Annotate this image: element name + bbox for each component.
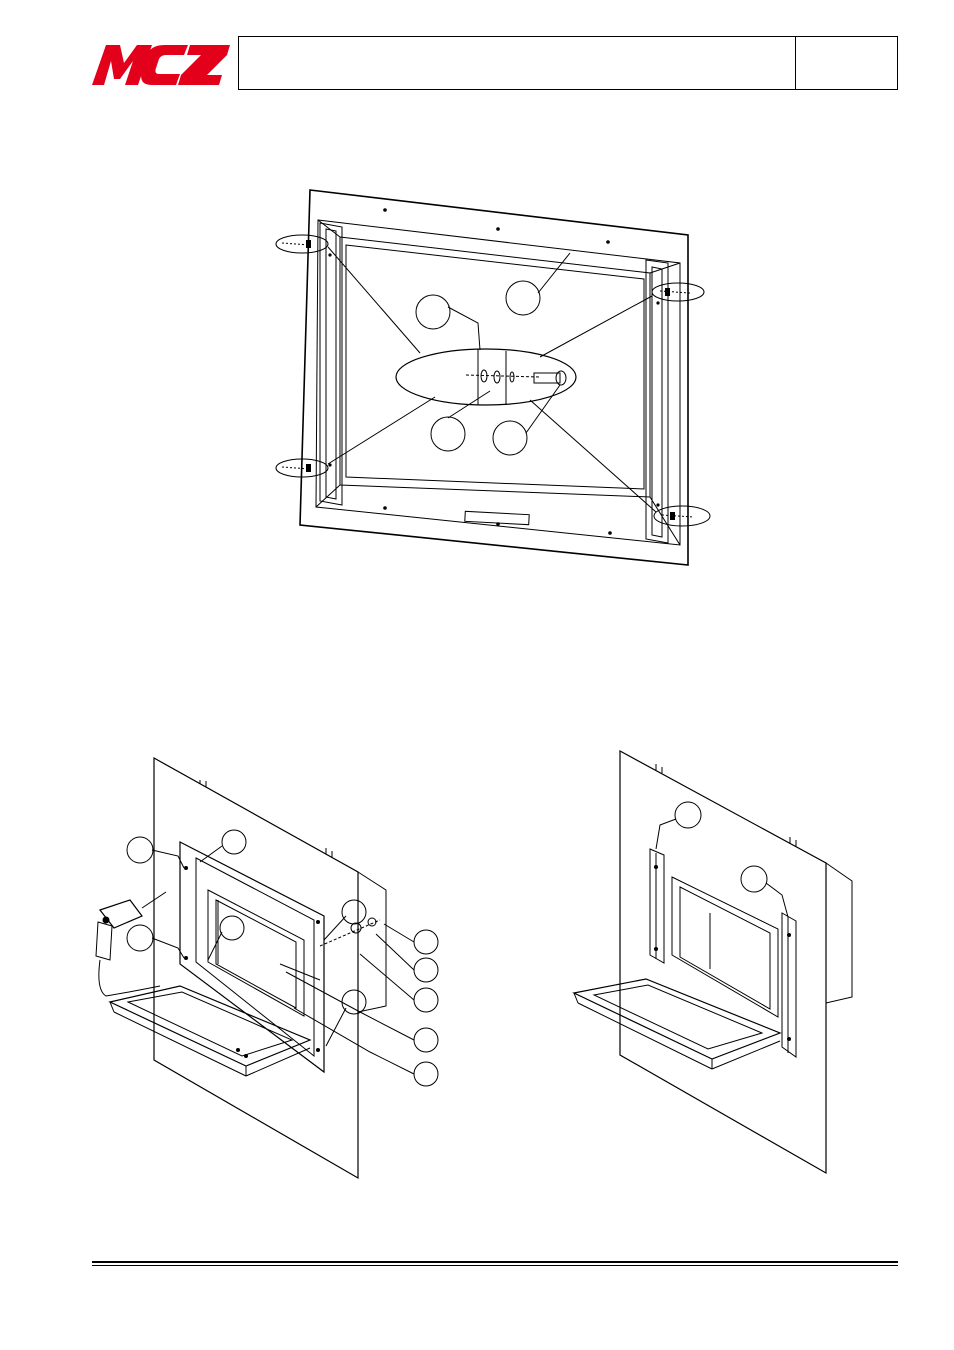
- mcz-logo-icon: [92, 45, 230, 85]
- header-title: [239, 37, 796, 89]
- brand-logo: [92, 41, 232, 87]
- footer-rule-thin: [92, 1265, 898, 1266]
- drill-icon: [95, 891, 167, 997]
- header-box: [238, 36, 898, 90]
- frame-assembly-figure: [270, 185, 720, 570]
- footer-rule: [92, 1261, 898, 1263]
- header-page-number: [796, 37, 897, 89]
- installation-finished-figure: [560, 745, 860, 1175]
- installation-drill-figure: [70, 750, 460, 1190]
